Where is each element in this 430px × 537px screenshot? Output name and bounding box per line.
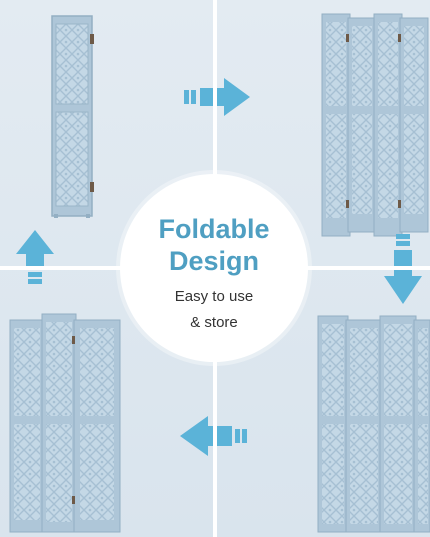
headline-line-1: Foldable <box>158 214 270 244</box>
open-screen-image-top <box>321 13 429 237</box>
center-badge: Foldable Design Easy to use & store <box>120 174 308 362</box>
subtitle-line-2: & store <box>190 314 238 331</box>
headline-line-2: Design <box>168 246 260 276</box>
arrow-up-icon <box>16 230 54 284</box>
open-screen-image-left <box>9 313 121 533</box>
folded-screen-image <box>51 15 94 218</box>
open-screen-image-right <box>317 315 430 533</box>
arrow-left-icon <box>180 416 247 456</box>
arrow-right-icon <box>184 78 250 116</box>
arrow-down-icon <box>384 234 422 304</box>
subtitle-line-1: Easy to use <box>174 288 254 305</box>
